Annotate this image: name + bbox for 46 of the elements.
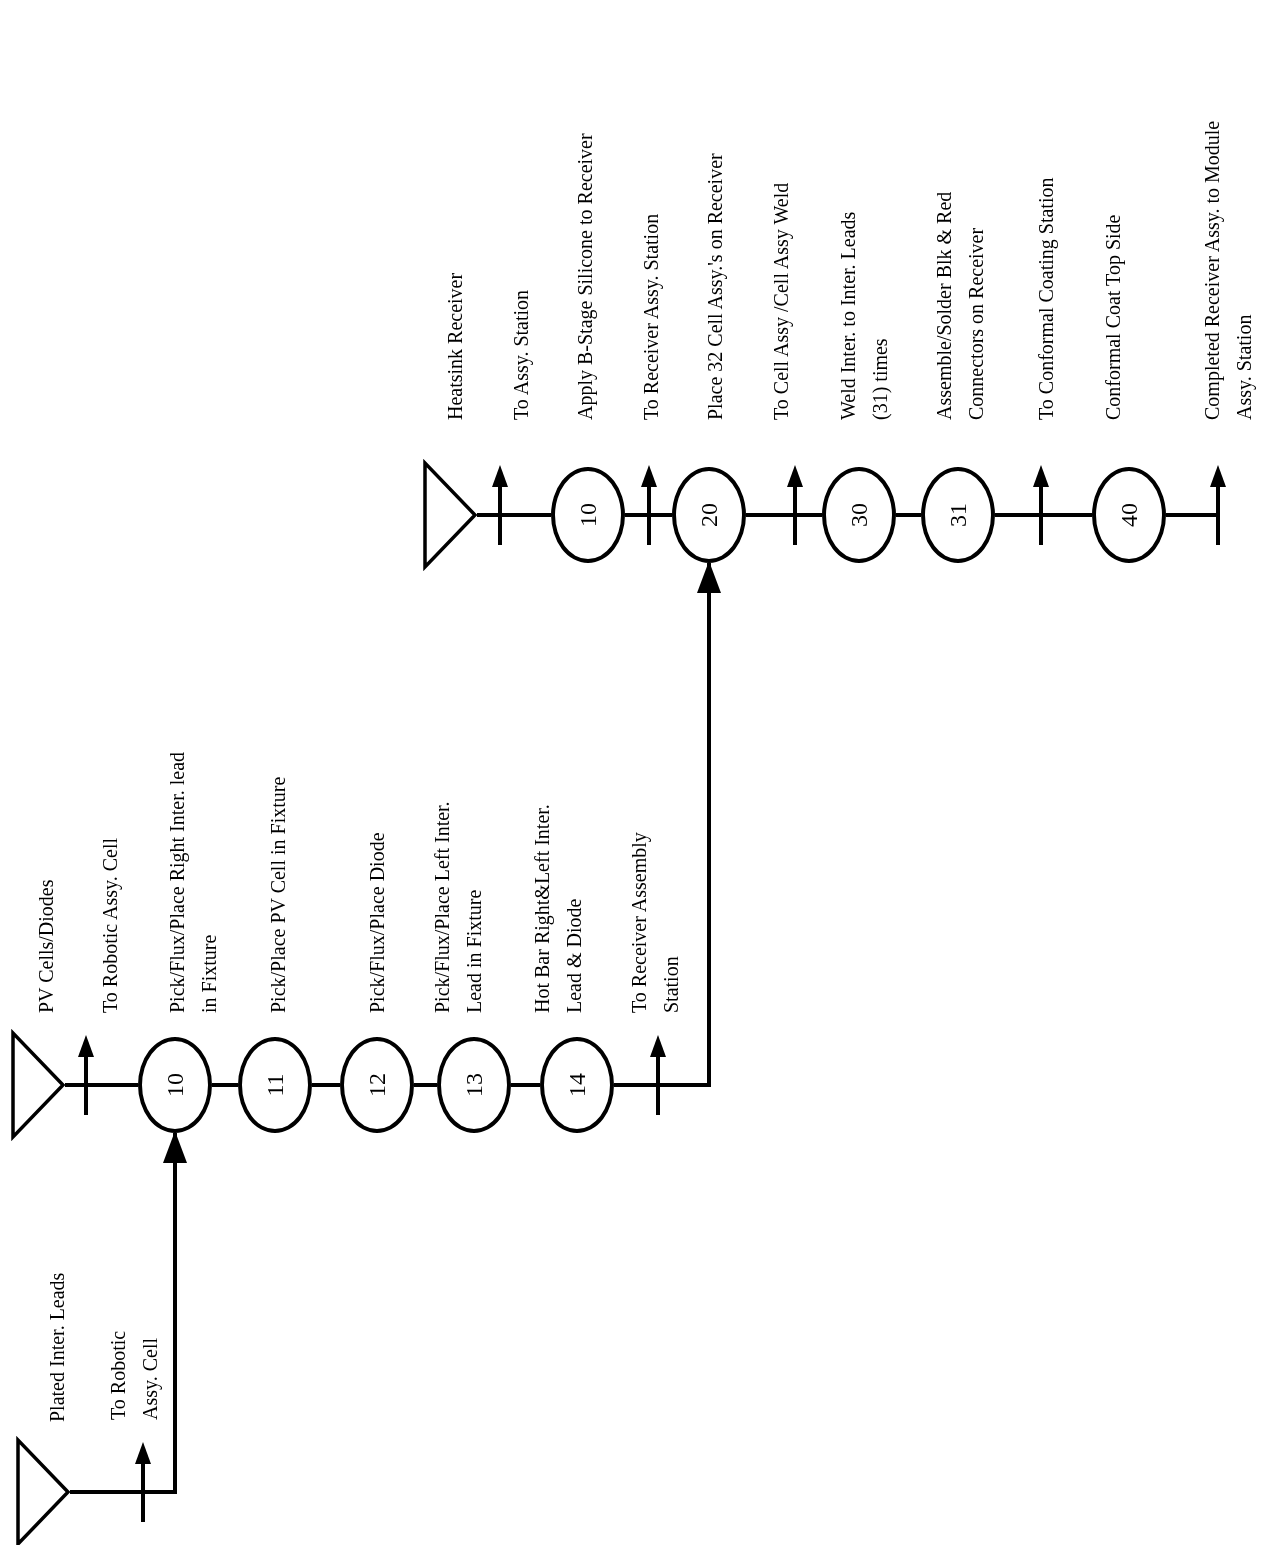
step-description: Pick/Flux/Place Right Inter. lead in Fixture <box>165 751 221 1013</box>
flow-line <box>477 513 551 517</box>
operation-circle: 12 <box>340 1037 414 1133</box>
step-description: Pick/Flux/Place Diode <box>365 831 389 1013</box>
flow-line <box>746 513 822 517</box>
flow-line <box>995 513 1092 517</box>
step-description: Heatsink Receiver <box>443 271 467 420</box>
operation-circle: 14 <box>540 1037 614 1133</box>
edge-label: Completed Receiver Assy. to Module Assy. Station <box>1200 119 1257 420</box>
edge-label: To Robotic Assy. Cell <box>106 1329 163 1420</box>
step-description: Assemble/Solder Blk & Red Connectors on Receiver <box>932 190 988 420</box>
edge-label: To Conformal Coating Station <box>1034 176 1059 420</box>
edge-label: To Robotic Assy. Cell <box>98 836 123 1013</box>
operation-circle: 30 <box>822 467 896 563</box>
flow-line <box>896 513 921 517</box>
flow-line <box>511 1083 540 1087</box>
storage-triangle <box>11 1031 65 1139</box>
operation-circle: 10 <box>551 467 625 563</box>
step-description: Hot Bar Right&Left Inter. Lead & Diode <box>530 803 586 1013</box>
flow-line <box>414 1083 437 1087</box>
edge-label: To Receiver Assembly Station <box>627 831 683 1013</box>
flow-arrow <box>70 1131 187 1494</box>
edge-label: To Assy. Station <box>509 288 534 420</box>
edge-label: To Cell Assy /Cell Assy Weld <box>769 181 794 420</box>
edge-label: To Receiver Assy. Station <box>639 212 664 420</box>
operation-circle: 11 <box>238 1037 312 1133</box>
flow-line <box>65 1083 138 1087</box>
operation-circle: 13 <box>437 1037 511 1133</box>
step-description: Plated Inter. Leads <box>45 1271 69 1422</box>
operation-circle: 10 <box>138 1037 212 1133</box>
step-description: Apply B-Stage Silicone to Receiver <box>573 132 598 420</box>
storage-triangle <box>16 1438 70 1545</box>
storage-triangle <box>423 461 477 569</box>
step-description: Conformal Coat Top Side <box>1101 213 1126 420</box>
step-description: Place 32 Cell Assy.'s on Receiver <box>703 152 728 420</box>
flow-arrow <box>614 561 721 1087</box>
step-description: Pick/Flux/Place Left Inter. Lead in Fixture <box>430 800 486 1013</box>
step-description: PV Cells/Diodes <box>34 878 58 1013</box>
flow-line <box>625 513 672 517</box>
step-description: Pick/Place PV Cell in Fixture <box>266 775 290 1013</box>
flow-line <box>212 1083 238 1087</box>
operation-circle: 31 <box>921 467 995 563</box>
operation-circle: 20 <box>672 467 746 563</box>
flow-line <box>312 1083 340 1087</box>
operation-circle: 40 <box>1092 467 1166 563</box>
step-description: Weld Inter. to Inter. Leads (31) times <box>836 210 893 420</box>
